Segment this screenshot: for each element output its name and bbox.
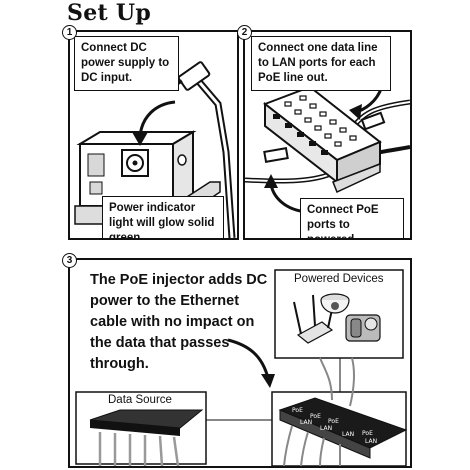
step-1-panel: Connect DC power supply to DC input. Pow…	[68, 30, 239, 240]
svg-text:PoE: PoE	[292, 407, 303, 414]
step-3-number: 3	[62, 253, 77, 268]
step-1-callout-light: Power indicator light will glow solid gr…	[102, 196, 224, 238]
svg-text:LAN: LAN	[300, 419, 312, 426]
poe-injector-illustration	[245, 81, 410, 214]
svg-text:LAN: LAN	[320, 425, 332, 432]
svg-text:PoE: PoE	[310, 413, 321, 420]
svg-text:LAN: LAN	[342, 431, 354, 438]
page-title: Set Up	[67, 0, 152, 26]
step-3-description: The PoE injector adds DC power to the Et…	[90, 272, 268, 372]
step-2-callout-lan: Connect one data line to LAN ports for e…	[251, 36, 391, 91]
step-1-callout-power: Connect DC power supply to DC input.	[74, 36, 179, 91]
step-2-callout-poe: Connect PoE ports to powered devices.	[300, 198, 404, 238]
powered-devices-label: Powered Devices	[294, 273, 384, 285]
step-2-panel: Connect one data line to LAN ports for e…	[243, 30, 412, 240]
step-1-number: 1	[62, 25, 77, 40]
svg-text:LAN: LAN	[365, 438, 377, 445]
dc-power-illustration	[74, 61, 236, 238]
data-source-label: Data Source	[108, 394, 172, 406]
svg-text:PoE: PoE	[328, 418, 339, 425]
step-2-number: 2	[237, 25, 252, 40]
svg-text:PoE: PoE	[362, 430, 373, 437]
